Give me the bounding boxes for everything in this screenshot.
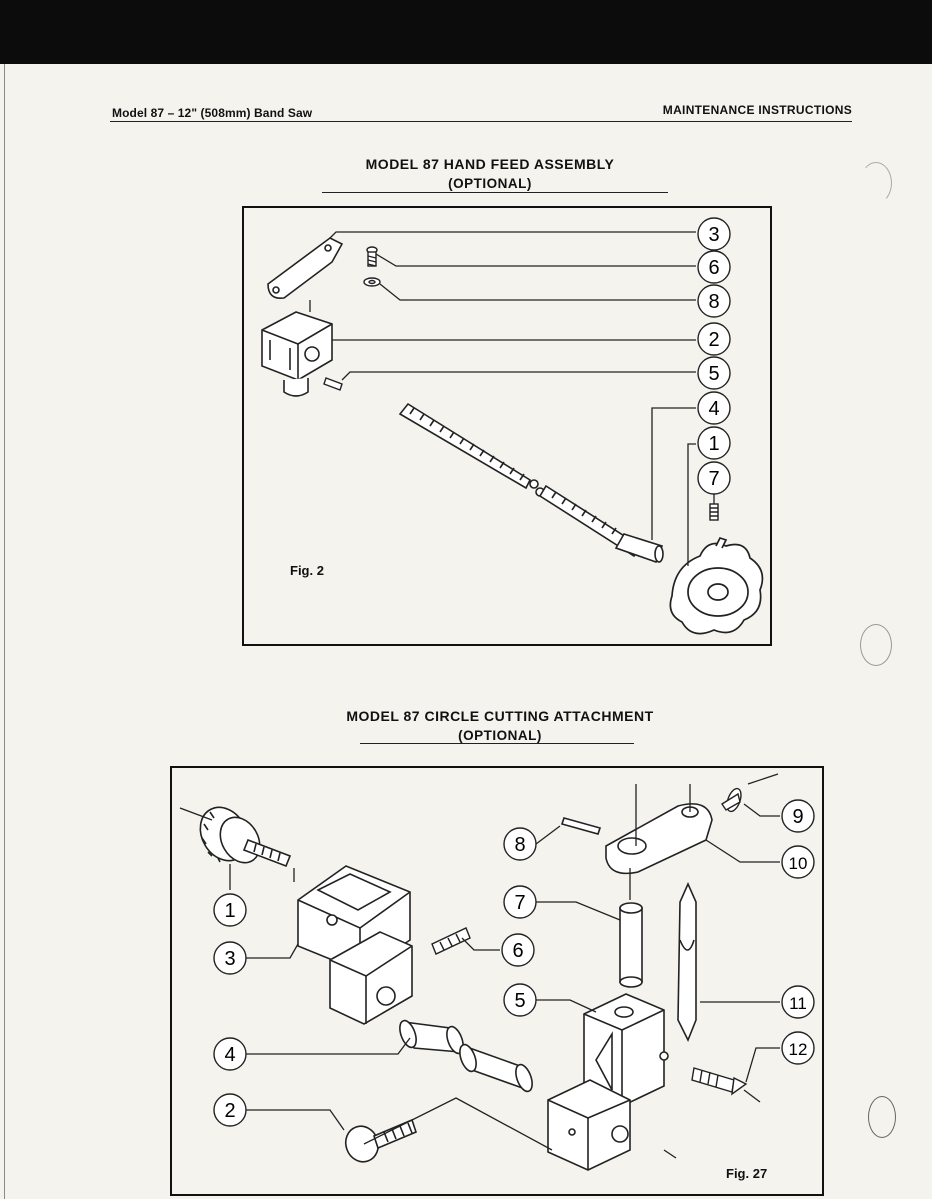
screw-part xyxy=(366,246,378,267)
scan-top-bar xyxy=(0,0,932,64)
pivot-block-part xyxy=(547,993,669,1171)
figure1-title-rule xyxy=(322,192,668,193)
figure1-label: Fig. 2 xyxy=(290,563,324,578)
thumb-screw-part xyxy=(344,1118,417,1163)
callout-2: 2 xyxy=(224,1100,235,1122)
punch-hole-mark xyxy=(860,162,892,204)
figure2-callouts: 1 3 4 2 8 7 6 5 9 10 11 12 xyxy=(213,799,815,1127)
figure1-leader-lines xyxy=(309,231,715,566)
setscrew-part xyxy=(431,927,471,955)
callout-1: 1 xyxy=(708,433,719,455)
scan-edge-line xyxy=(4,64,5,1199)
punch-hole-mark xyxy=(868,1096,896,1138)
pin-part xyxy=(323,377,343,391)
figure2-title: MODEL 87 CIRCLE CUTTING ATTACHMENT xyxy=(346,708,654,724)
callout-6: 6 xyxy=(512,940,523,962)
lock-screw-part xyxy=(691,1067,748,1096)
callout-2: 2 xyxy=(708,329,719,351)
sleeve-part xyxy=(399,1019,533,1093)
callout-3: 3 xyxy=(708,224,719,246)
arm-part xyxy=(560,803,713,875)
pivot-pin-part xyxy=(619,902,643,988)
feed-block-part xyxy=(261,311,333,397)
handwheel-part xyxy=(669,536,764,635)
figure1-title: MODEL 87 HAND FEED ASSEMBLY xyxy=(365,156,615,172)
feed-arm-part xyxy=(267,237,344,300)
callout-4: 4 xyxy=(708,398,719,420)
callout-5: 5 xyxy=(514,990,525,1012)
figure2-leader-lines xyxy=(179,773,780,1159)
arm-screw-part xyxy=(721,787,742,813)
figure1-subtitle: (OPTIONAL) xyxy=(448,176,532,191)
header-section-title: MAINTENANCE INSTRUCTIONS xyxy=(662,103,852,117)
washer-part xyxy=(363,277,381,287)
header-model-title: Model 87 – 12" (508mm) Band Saw xyxy=(112,106,313,120)
callout-3: 3 xyxy=(224,948,235,970)
callout-8: 8 xyxy=(514,834,525,856)
callout-8: 8 xyxy=(708,291,719,313)
callout-11: 11 xyxy=(789,994,807,1013)
figure2-subtitle: (OPTIONAL) xyxy=(458,728,542,743)
knurled-knob-part xyxy=(199,806,292,868)
callout-4: 4 xyxy=(224,1044,235,1066)
figure1-callouts: 3 6 8 2 5 4 1 7 xyxy=(697,217,731,495)
center-point-part xyxy=(677,882,697,1042)
callout-6: 6 xyxy=(708,257,719,279)
figure2-title-rule xyxy=(360,743,634,744)
punch-hole-mark xyxy=(860,624,892,666)
callout-7: 7 xyxy=(514,892,525,914)
callout-5: 5 xyxy=(708,363,719,385)
callout-1: 1 xyxy=(224,900,235,922)
callout-7: 7 xyxy=(708,468,719,490)
feed-screw-part xyxy=(398,402,664,564)
callout-9: 9 xyxy=(792,806,803,828)
figure2-frame xyxy=(170,766,824,1196)
figure1-frame xyxy=(242,206,772,646)
callout-10: 10 xyxy=(789,854,808,873)
header-rule xyxy=(110,121,852,122)
figure2-label: Fig. 27 xyxy=(726,1166,768,1181)
callout-12: 12 xyxy=(789,1040,808,1059)
clamp-block-part xyxy=(297,865,413,1025)
